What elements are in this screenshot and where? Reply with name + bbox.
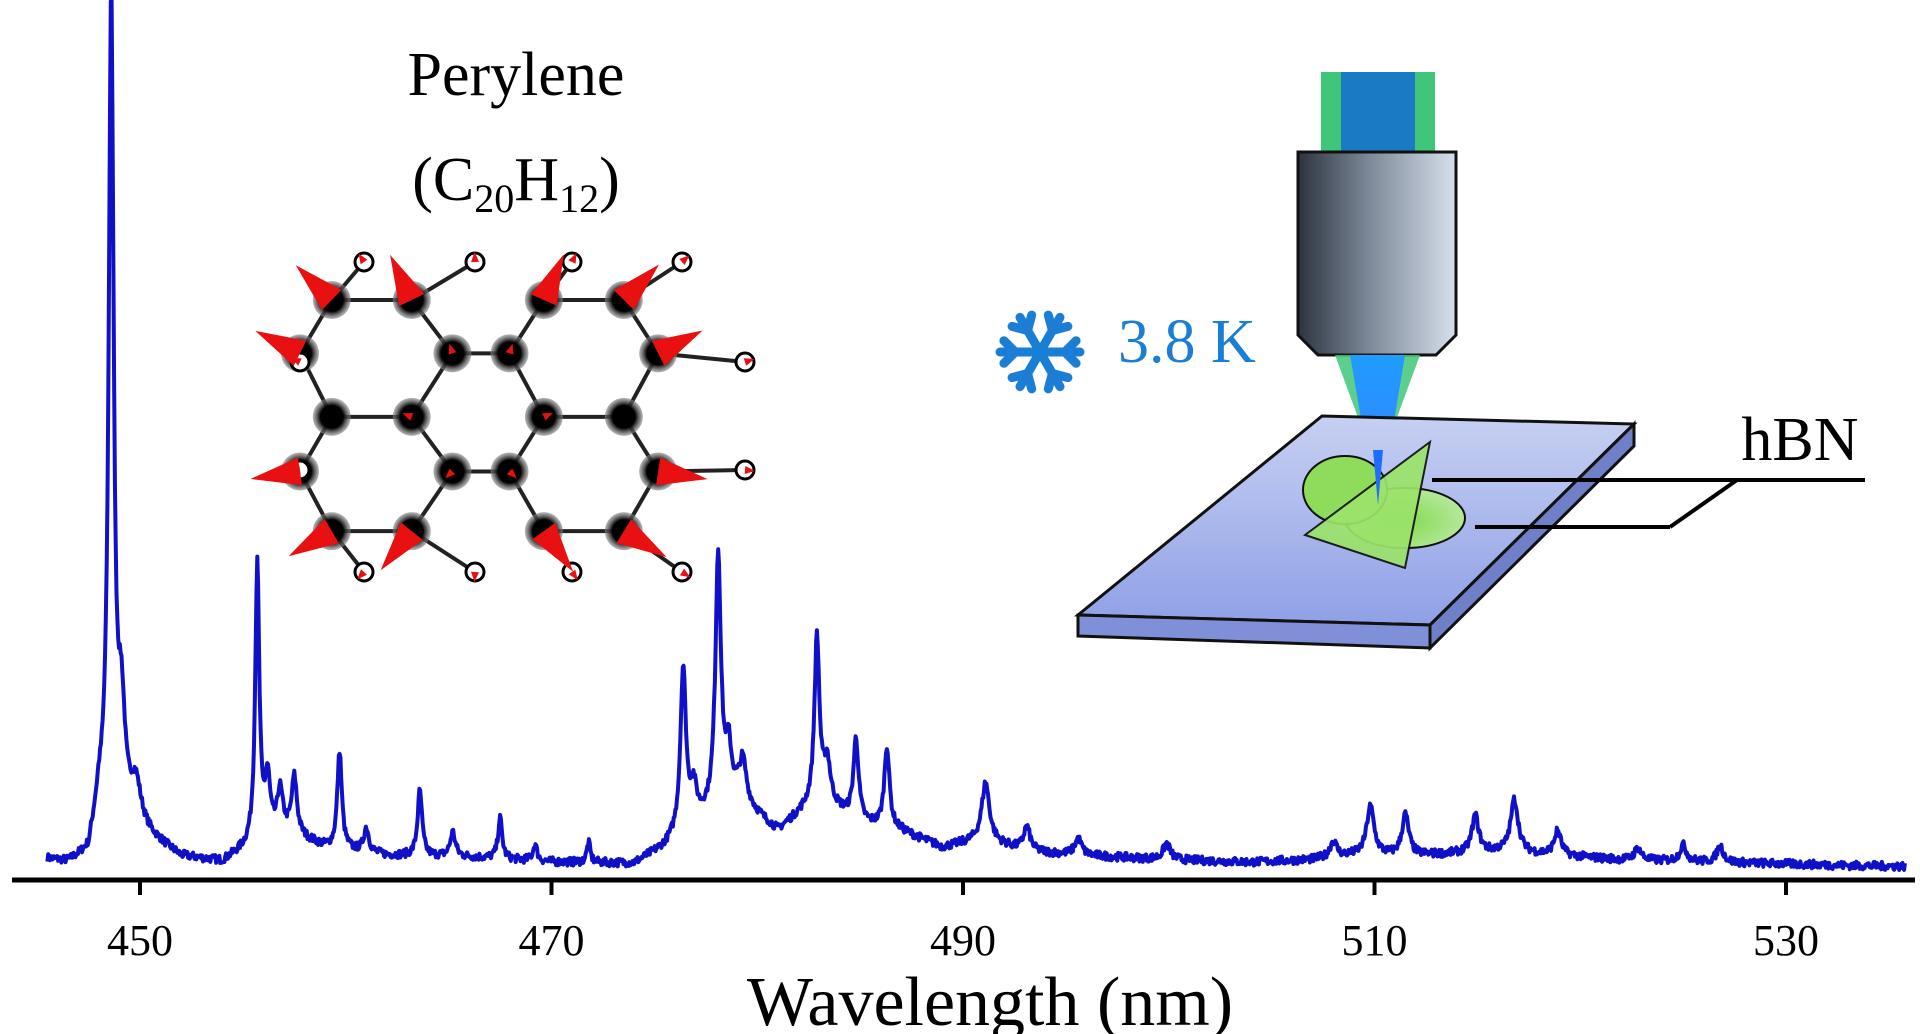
molecule-bonds <box>298 260 746 574</box>
x-tick-label: 510 <box>1342 916 1408 965</box>
displacement-arrow <box>255 330 307 366</box>
molecule-name: Perylene <box>408 41 625 109</box>
small-displacement-arrow <box>402 413 414 421</box>
carbon-atom <box>312 397 351 436</box>
temperature-label: 3.8 K <box>1118 308 1256 376</box>
displacement-arrow <box>295 265 342 311</box>
hbn-pointer-lines <box>1432 478 1865 529</box>
x-tick-label: 530 <box>1753 916 1819 965</box>
objective-lens <box>1296 72 1458 505</box>
formula-hydrogen: H <box>514 146 559 214</box>
x-ticks: 450 470 490 510 530 <box>107 880 1819 965</box>
displacement-arrow <box>656 457 708 486</box>
sample-plate: hBN <box>1073 406 1865 652</box>
objective-body <box>1296 150 1458 357</box>
small-displacement-arrow <box>505 343 514 355</box>
molecule-formula: (C20H12) <box>412 146 619 221</box>
carbon-atom <box>604 397 643 436</box>
small-displacement-arrow <box>358 253 368 265</box>
carbon-atom <box>433 334 472 373</box>
displacement-arrow <box>250 457 303 486</box>
small-displacement-arrow <box>357 569 367 580</box>
x-tick-label: 450 <box>107 916 173 965</box>
small-displacement-arrow <box>471 252 479 263</box>
formula-sub-carbon: 20 <box>474 176 514 221</box>
small-displacement-arrow <box>290 357 302 366</box>
small-displacement-arrow <box>542 412 553 421</box>
snowflake-icon <box>995 310 1085 394</box>
small-displacement-arrow <box>506 468 517 479</box>
displacement-arrow <box>616 519 667 558</box>
perylene-molecule <box>250 251 756 583</box>
spectrum-line <box>45 0 1907 872</box>
formula-close: ) <box>599 146 620 214</box>
displacement-arrow <box>531 254 564 306</box>
small-displacement-arrow <box>568 569 578 581</box>
molecule-title: Perylene (C20H12) <box>408 41 625 221</box>
small-displacement-arrow <box>744 466 755 474</box>
x-tick-label: 470 <box>519 916 585 965</box>
x-tick-label: 490 <box>930 916 996 965</box>
small-displacement-arrow <box>568 253 577 264</box>
small-displacement-arrow <box>743 358 755 366</box>
displacement-arrow <box>380 522 423 571</box>
small-displacement-arrow <box>448 343 457 355</box>
small-displacement-arrow <box>471 571 479 582</box>
displacement-arrow <box>390 254 425 307</box>
carbon-atom <box>490 334 529 373</box>
formula-sub-hydrogen: 12 <box>559 176 599 221</box>
displacement-arrow <box>613 264 659 310</box>
hbn-label: hBN <box>1741 406 1858 474</box>
laser-spot-beam <box>1373 450 1383 505</box>
x-axis-title: Wavelength (nm) <box>747 964 1233 1034</box>
displacement-arrow <box>651 330 703 366</box>
displacement-arrow <box>288 519 339 557</box>
spectrum-plot <box>45 0 1907 872</box>
small-displacement-arrow <box>445 468 456 479</box>
hbn-flake-upper <box>1302 439 1432 570</box>
small-displacement-arrow <box>679 568 691 578</box>
carbon-atom <box>392 397 431 436</box>
small-displacement-arrow <box>679 255 690 265</box>
laser-housing-inner <box>1341 72 1415 152</box>
displacement-arrow <box>532 522 574 572</box>
small-displacement-arrow <box>290 466 301 474</box>
displacement-arrows <box>250 252 755 582</box>
x-axis: 450 470 490 510 530 Wavelength (nm) <box>12 877 1915 1034</box>
formula-open: (C <box>412 146 474 214</box>
